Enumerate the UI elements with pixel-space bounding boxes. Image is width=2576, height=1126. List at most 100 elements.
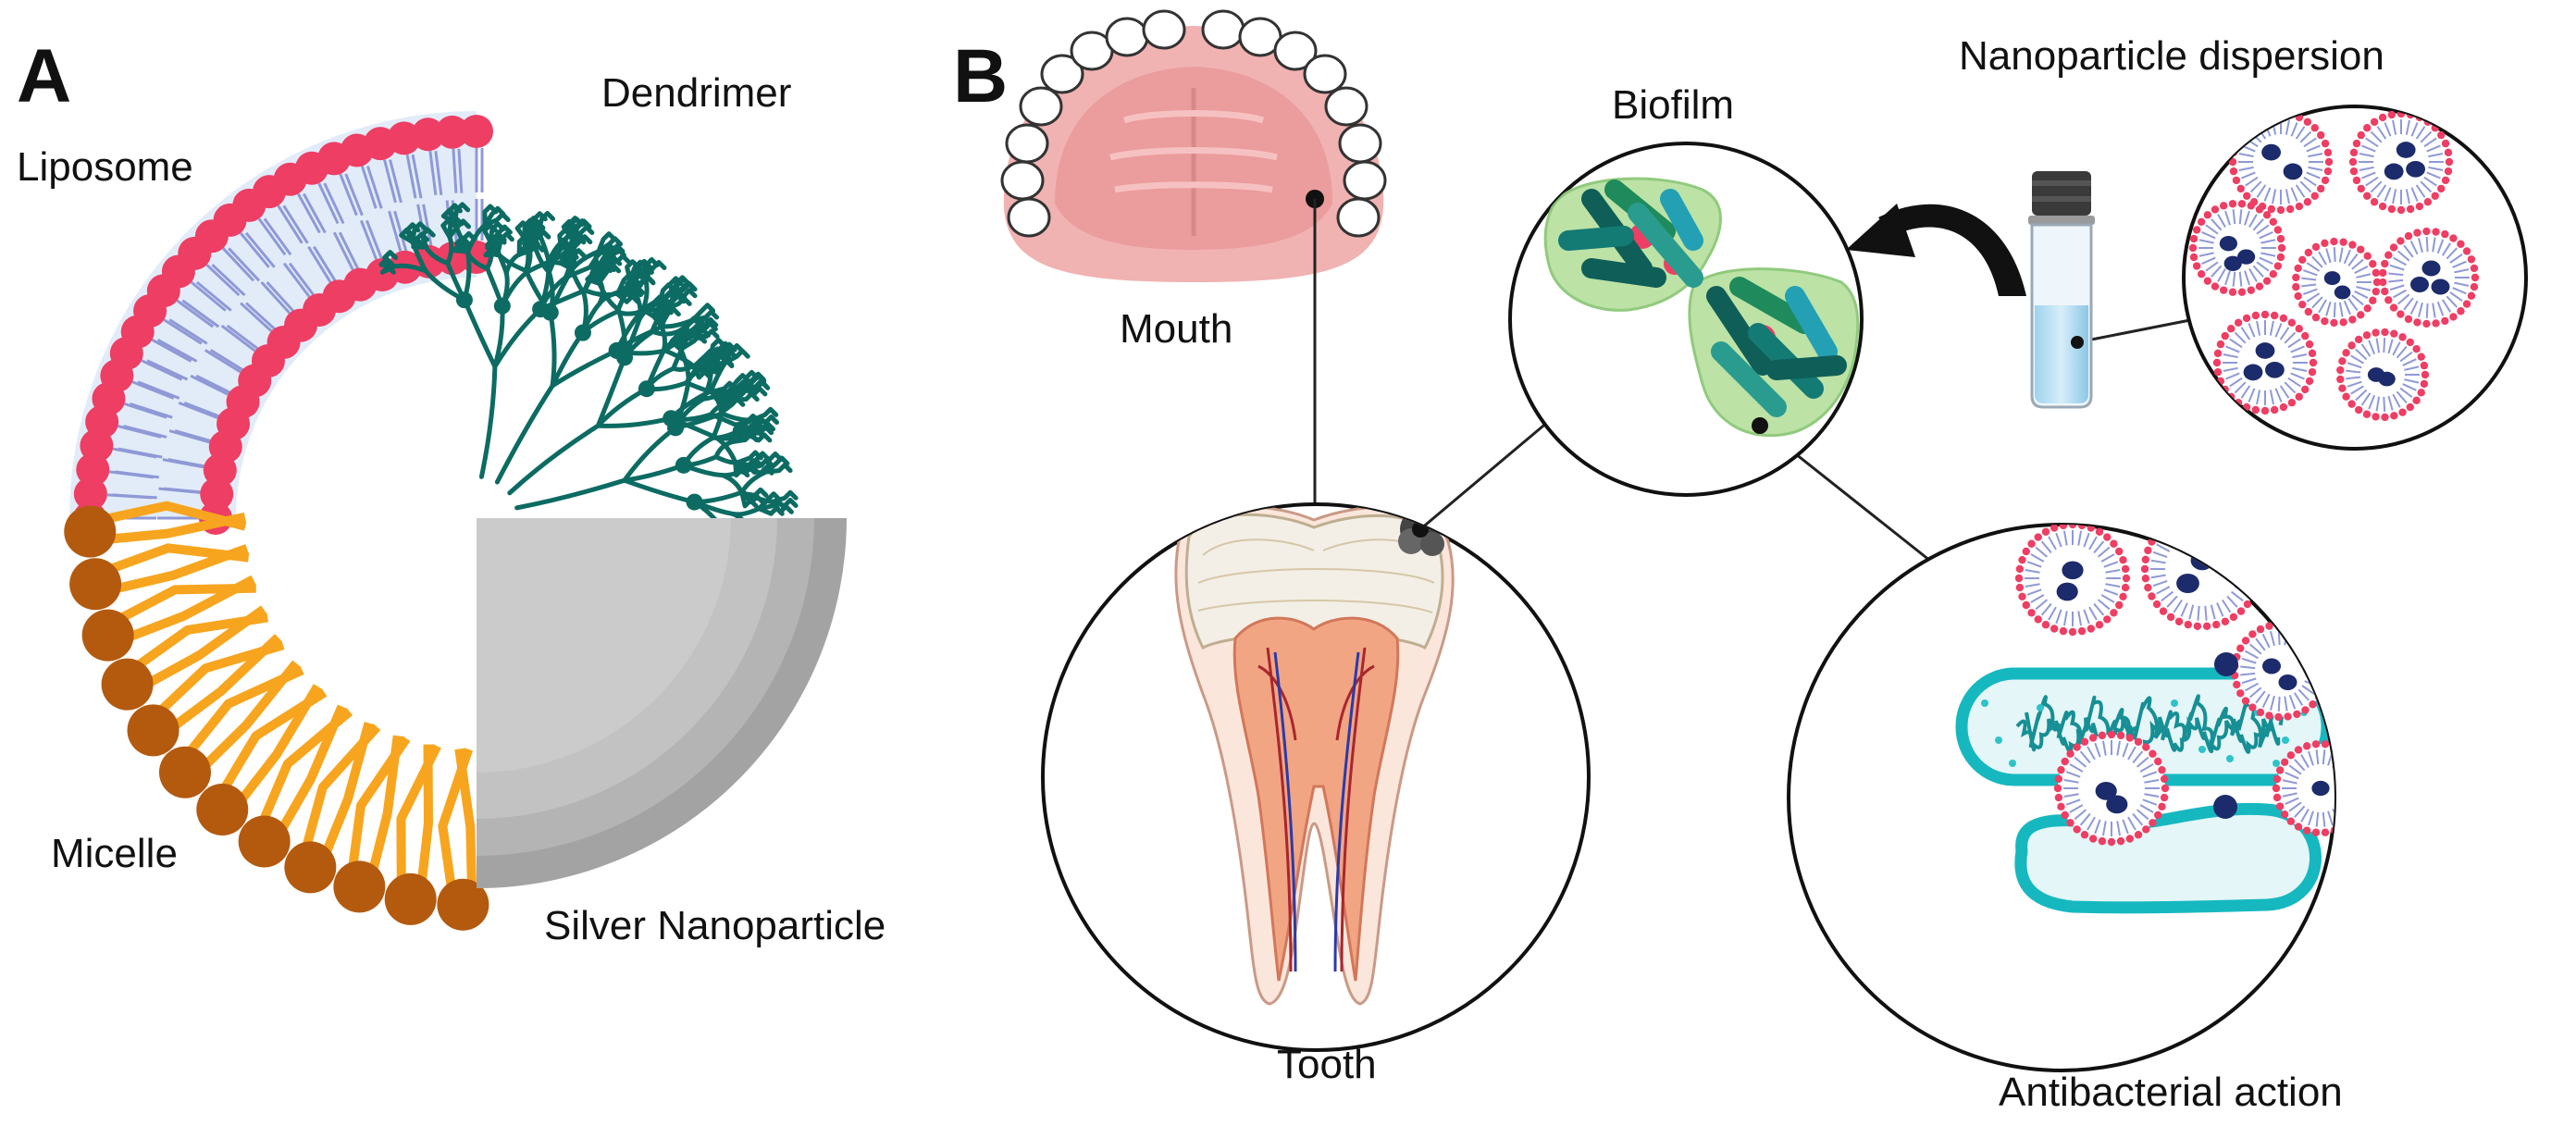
nanoparticle-core [2095, 782, 2117, 800]
nanoparticle-core [2223, 255, 2242, 271]
liposome-head-groups [73, 115, 493, 535]
nanoparticle [2228, 109, 2334, 215]
bacterium-rod [1785, 286, 1838, 362]
panel-a-letter: A [17, 34, 71, 118]
nanoparticle-core [2237, 249, 2256, 265]
nanoparticle-core [2255, 342, 2275, 359]
nanoparticle-core [2106, 795, 2128, 814]
nanoparticle [2379, 227, 2480, 328]
speckle [2273, 760, 2280, 767]
tooth-crown [1142, 9, 1186, 50]
dispersion-nanoparticles [2188, 109, 2480, 422]
biofilm-label: Biofilm [1612, 82, 1734, 128]
nanoparticle-core [2176, 573, 2199, 594]
dendrimer-label: Dendrimer [601, 70, 791, 116]
liposome-head [73, 476, 107, 511]
tooth-crown [1005, 123, 1049, 164]
silver-nanoparticle-label: Silver Nanoparticle [544, 903, 886, 948]
nanoparticle-core [2367, 367, 2385, 382]
nanoparticle-core [2396, 142, 2416, 158]
liposome-label: Liposome [17, 144, 193, 190]
speckle [2226, 755, 2234, 762]
nanoparticle-core [2262, 658, 2281, 674]
micelle-head [64, 505, 117, 558]
speckle [1995, 736, 2002, 744]
micelle-head [69, 558, 122, 611]
nanoparticle-core [2334, 285, 2351, 300]
tooth-crown [1000, 160, 1045, 201]
micelle-quadrant [64, 501, 489, 931]
tooth-circle [1041, 502, 1591, 1052]
nanoparticle-core [2410, 277, 2429, 292]
nanoparticle-core [2323, 271, 2341, 286]
nanoparticle-core [2431, 278, 2450, 295]
tooth-crown [1336, 197, 1381, 238]
speckle [2282, 736, 2289, 744]
speckle [2009, 760, 2016, 767]
nanoparticle-core [2421, 260, 2441, 277]
antibacterial-circle [1787, 523, 2336, 1072]
nanoparticle-core [2062, 561, 2084, 580]
micelle-head [238, 815, 291, 868]
tooth-crown [1303, 54, 1347, 94]
nanoparticle-core [2384, 163, 2404, 180]
dispersion-circle [2182, 105, 2528, 451]
speckle [2198, 746, 2206, 753]
nanoparticle [2292, 237, 2382, 328]
tooth-crown [1007, 197, 1051, 238]
micelle-head [384, 872, 437, 925]
dispersion-label: Nanoparticle dispersion [1959, 33, 2384, 79]
antibacterial-label: Antibacterial action [1999, 1070, 2343, 1115]
tooth-crown [1201, 9, 1245, 50]
bacterium-rod [1660, 189, 1703, 251]
nanoparticle-core [2311, 780, 2330, 797]
nanoparticle [2272, 740, 2334, 836]
micelle-head [158, 746, 211, 798]
silver-nanoparticle-quadrant [477, 518, 847, 888]
tooth-label: Tooth [1277, 1042, 1377, 1087]
tooth-crown [1273, 31, 1318, 71]
nanoparticle [2014, 525, 2131, 637]
liposome-quadrant [69, 111, 493, 535]
bacterium-rod [1628, 203, 1703, 288]
nanoparticle-core [2219, 236, 2237, 252]
tooth-crown [1324, 86, 1368, 127]
biofilm-circle [1508, 142, 1864, 497]
tooth-crown [1343, 160, 1387, 201]
biofilm-bacteria [1558, 179, 1847, 417]
micelle-label: Micelle [51, 831, 178, 876]
speckle [1981, 699, 1988, 707]
liposome-head [435, 115, 469, 149]
nanoparticle-core [2265, 361, 2285, 378]
tooth-crown [1040, 54, 1084, 94]
nanoparticle [2188, 200, 2286, 296]
micelle-head [127, 704, 180, 757]
mouth-label: Mouth [1120, 306, 1232, 352]
upper-teeth [1000, 9, 1387, 238]
liposome-head [460, 115, 493, 148]
micelle-head [333, 860, 386, 913]
micelle-head [101, 658, 154, 711]
nanoparticle-core [2406, 160, 2426, 178]
tooth-crown [1338, 123, 1382, 164]
panel-b-letter: B [953, 34, 1008, 118]
dendrimer-quadrant [378, 202, 799, 583]
micelle-head [196, 784, 249, 836]
bacterium-rod [1766, 355, 1847, 380]
bacterium-rod [1558, 226, 1634, 251]
transfer-arrow [1846, 204, 2026, 296]
nanoparticle [2348, 109, 2454, 215]
micelle-head [437, 878, 489, 931]
nanoparticle [2053, 730, 2170, 847]
nanoparticle-core [2056, 582, 2078, 601]
nanoparticle-core [2243, 364, 2263, 381]
nanoparticle [2212, 310, 2318, 415]
bacterium-rod [1711, 341, 1787, 417]
nanoparticle-core [2278, 674, 2297, 690]
nanoparticle-core [2261, 143, 2282, 161]
nanoparticle [2336, 328, 2430, 422]
bacterium-rod [1706, 286, 1773, 376]
micelle-head [81, 609, 134, 662]
liposome-lipid-tails [106, 148, 484, 520]
